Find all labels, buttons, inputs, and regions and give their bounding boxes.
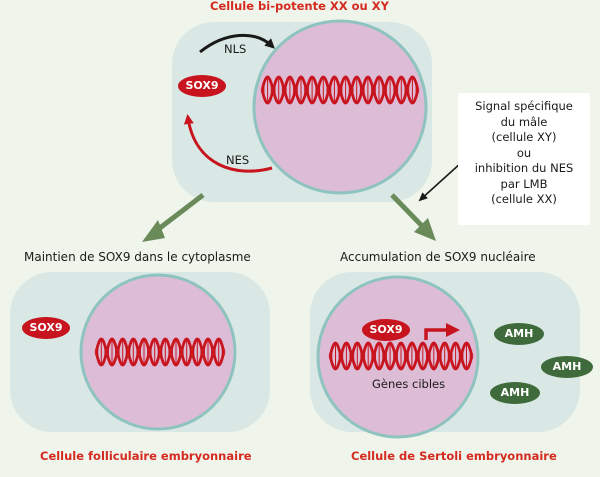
signal-line: (cellule XY)	[491, 130, 557, 144]
right-down-arrow	[390, 193, 428, 232]
signal-box: Signal spécifique du mâle (cellule XY) o…	[458, 93, 590, 225]
dna-left	[94, 337, 226, 367]
right-cell-title: Cellule de Sertoli embryonnaire	[351, 449, 557, 463]
signal-line: du mâle	[500, 114, 548, 129]
sox9-badge-right: SOX9	[362, 319, 410, 341]
amh-badge-2: AMH	[541, 356, 593, 378]
top-title: Cellule bi-potente XX ou XY	[210, 0, 389, 13]
left-cell-title: Cellule folliculaire embryonnaire	[40, 449, 252, 463]
nls-label: NLS	[224, 42, 247, 56]
signal-line: ou	[516, 145, 532, 160]
amh-badge-3: AMH	[490, 382, 540, 404]
signal-line: inhibition du NES	[474, 161, 574, 175]
transcription-arrow-head	[446, 323, 460, 337]
top-nucleus	[252, 19, 428, 195]
dna-strand	[94, 337, 226, 367]
dna-strand	[260, 75, 420, 105]
signal-line: par LMB	[500, 176, 548, 191]
signal-arrow	[418, 161, 463, 202]
right-down-arrow-head	[414, 218, 436, 241]
sox9-badge-top: SOX9	[178, 75, 226, 97]
transcription-arrow	[424, 328, 448, 340]
nes-label: NES	[226, 153, 250, 167]
dna-top	[260, 75, 420, 105]
signal-line: (cellule XX)	[491, 192, 557, 206]
signal-line: Signal spécifique	[475, 99, 573, 113]
nes-arrow	[183, 114, 273, 173]
nls-arrow	[199, 33, 275, 54]
left-down-arrow-head	[142, 220, 165, 242]
left-caption: Maintien de SOX9 dans le cytoplasme	[24, 250, 251, 264]
sox9-badge-left: SOX9	[22, 317, 70, 339]
right-nucleus	[316, 275, 480, 439]
amh-badge-1: AMH	[494, 323, 544, 345]
right-caption: Accumulation de SOX9 nucléaire	[340, 250, 536, 264]
dna-right	[328, 341, 474, 371]
target-genes-label: Gènes cibles	[372, 377, 446, 391]
